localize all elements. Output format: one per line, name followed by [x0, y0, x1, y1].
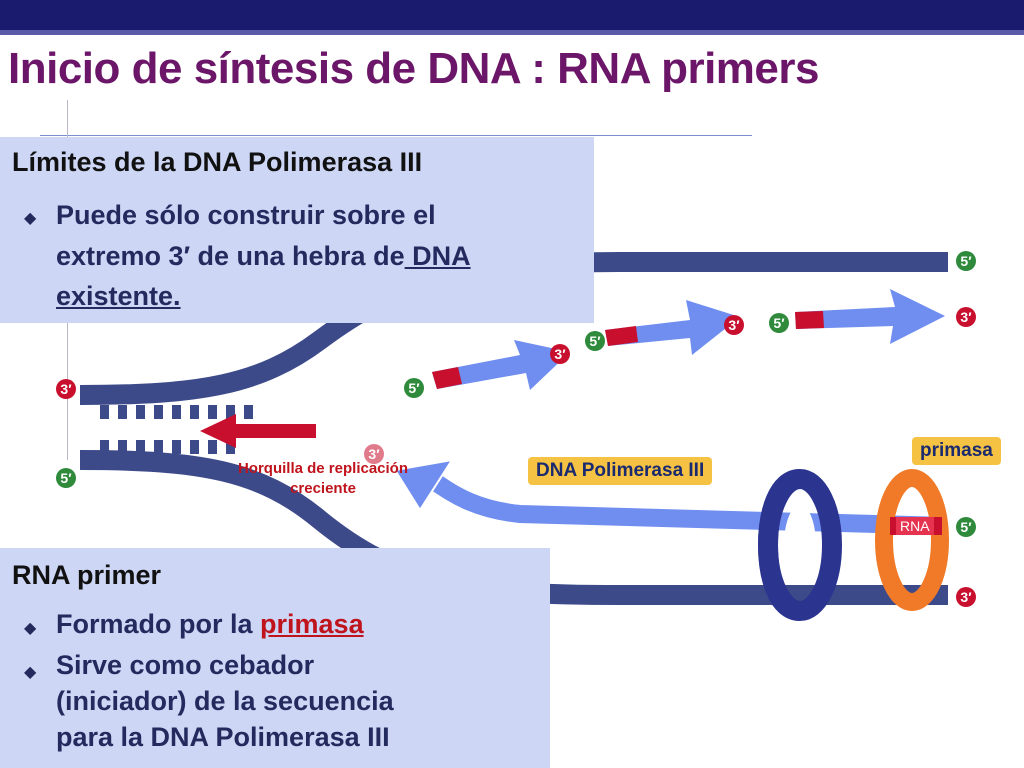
limits-line-2: extremo 3′ de una hebra de DNA	[56, 236, 471, 277]
top-bar	[0, 0, 1024, 30]
primasa-link[interactable]: primasa	[260, 609, 364, 639]
limits-line-1: Puede sólo construir sobre el	[56, 200, 436, 230]
end-label-5-frag2: 5′	[585, 331, 605, 351]
bullet-diamond-icon: ◆	[24, 664, 37, 681]
fork-label-line2: creciente	[290, 479, 356, 497]
fork-label: Horquilla de replicación creciente	[208, 459, 438, 498]
leading-strand-arrowhead	[393, 458, 455, 512]
end-label-5-leading: 5′	[956, 517, 976, 537]
end-label-3-leading: 3′	[364, 444, 384, 464]
base-pairs	[100, 405, 253, 454]
limits-heading: Límites de la DNA Polimerasa III	[12, 147, 423, 177]
bullet-diamond-icon: ◆	[24, 210, 37, 227]
end-label-5-frag3: 5′	[769, 313, 789, 333]
top-bar-stripe	[0, 30, 1024, 35]
polimerasa-label: DNA Polimerasa III	[528, 457, 713, 485]
lagging-fragment-3	[795, 289, 945, 344]
rna-primer-box: RNA primer ◆ Formado por la primasa ◆ Si…	[0, 548, 550, 768]
rna-label: RNA	[896, 517, 934, 535]
leading-strand	[424, 470, 947, 535]
rna-primer-bullet-2-line-3: para la DNA Polimerasa III	[56, 721, 390, 752]
title-rule	[40, 135, 752, 136]
primasa-label: primasa	[912, 437, 1001, 465]
dna-link[interactable]: DNA	[404, 240, 471, 271]
lagging-fragment-1	[432, 340, 570, 390]
fork-label-line1: Horquilla de replicación	[237, 460, 409, 477]
primase-ring	[875, 469, 949, 611]
end-label-3-frag1: 3′	[550, 344, 570, 364]
end-label-3-bottom: 3′	[956, 587, 976, 607]
limits-bullet: Puede sólo construir sobre el extremo 3′…	[56, 195, 471, 317]
rna-primer-bullet-1: Formado por la primasa	[56, 604, 364, 645]
fork-direction-arrow	[200, 414, 316, 448]
end-label-5-top: 5′	[956, 251, 976, 271]
bullet-diamond-icon: ◆	[24, 620, 37, 637]
end-label-5-left: 5′	[56, 468, 76, 488]
rna-primer-bullet-2-line-1: Sirve como cebador	[56, 650, 315, 680]
end-label-3-left: 3′	[56, 379, 76, 399]
rna-primer-bullet-1-text: Formado por la	[56, 609, 261, 639]
end-label-3-top: 3′	[956, 307, 976, 327]
lagging-fragment-2	[605, 300, 740, 355]
end-label-5-frag1: 5′	[404, 378, 424, 398]
rna-primer-bullet-2-line-2: (iniciador) de la secuencia	[56, 685, 394, 716]
slide-title: Inicio de síntesis de DNA : RNA primers	[8, 44, 819, 93]
rna-primer-heading: RNA primer	[12, 560, 162, 590]
limits-line-2-text: extremo 3′ de una hebra de	[56, 240, 405, 271]
rna-primer-bullet-2: Sirve como cebador (iniciador) de la sec…	[56, 648, 394, 756]
limits-box: Límites de la DNA Polimerasa III ◆ Puede…	[0, 137, 594, 323]
end-label-3-frag2: 3′	[724, 315, 744, 335]
existente-link[interactable]: existente.	[56, 281, 181, 311]
